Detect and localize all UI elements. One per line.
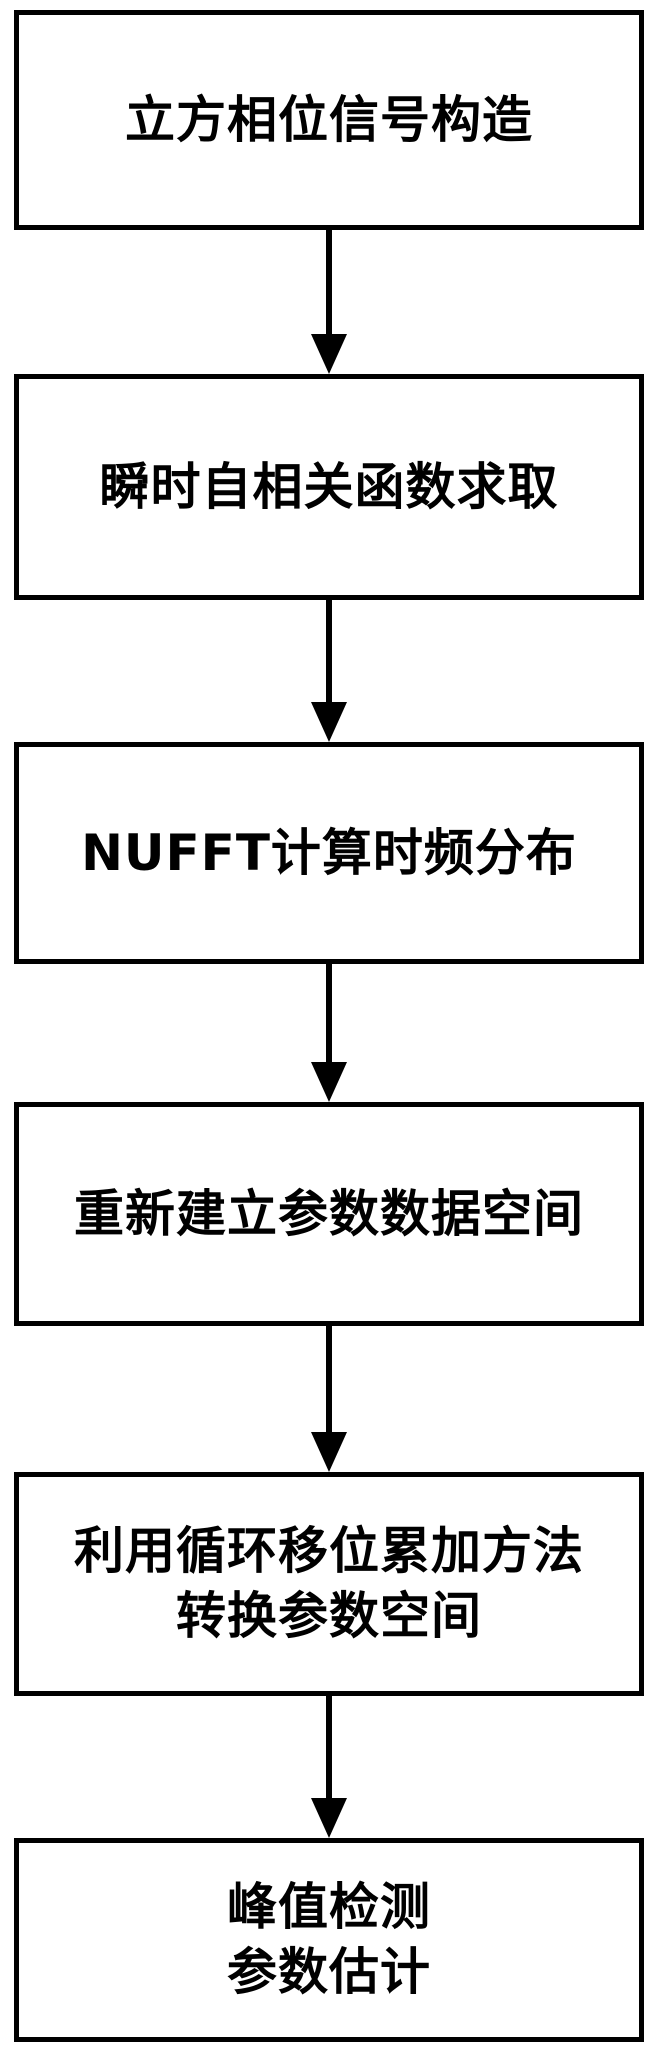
step-6-box: 峰值检测 参数估计 <box>14 1838 644 2042</box>
step-1-box: 立方相位信号构造 <box>14 10 644 230</box>
arrow-1-2 <box>311 228 347 374</box>
step-4-label: 重新建立参数数据空间 <box>74 1184 584 1243</box>
step-2-label: 瞬时自相关函数求取 <box>99 457 559 516</box>
step-3-box: NUFFT计算时频分布 <box>14 742 644 964</box>
arrow-5-6 <box>311 1694 347 1838</box>
arrow-3-4 <box>311 962 347 1102</box>
step-6-label-line-2: 参数估计 <box>227 1943 431 2001</box>
step-5-label-line-2: 转换参数空间 <box>176 1587 482 1645</box>
step-2-box: 瞬时自相关函数求取 <box>14 374 644 600</box>
step-4-box: 重新建立参数数据空间 <box>14 1102 644 1326</box>
step-3-label: NUFFT计算时频分布 <box>81 823 577 882</box>
arrow-4-5 <box>311 1324 347 1472</box>
step-5-box: 利用循环移位累加方法 转换参数空间 <box>14 1472 644 1696</box>
step-6-label-line-1: 峰值检测 <box>227 1878 431 1936</box>
step-5-label-line-1: 利用循环移位累加方法 <box>74 1522 584 1580</box>
step-1-label: 立方相位信号构造 <box>125 90 533 149</box>
arrow-2-3 <box>311 598 347 742</box>
